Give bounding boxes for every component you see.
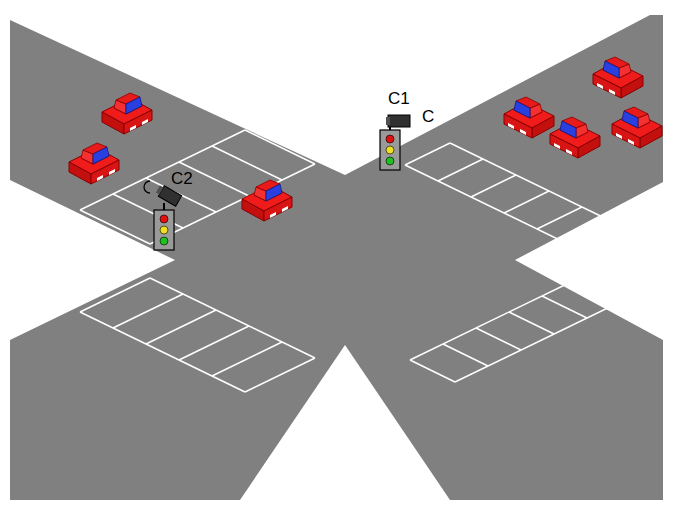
crosswalk-stripe bbox=[443, 344, 488, 366]
crosswalk-stripe bbox=[410, 280, 575, 360]
camera bbox=[144, 115, 410, 210]
crosswalk-stripe bbox=[405, 165, 570, 245]
crosswalk-stripe bbox=[80, 278, 150, 312]
crosswalk-stripe bbox=[245, 358, 315, 392]
crosswalk-stripe bbox=[455, 302, 620, 382]
car bbox=[69, 57, 662, 221]
road bbox=[10, 0, 673, 500]
crosswalk-stripe bbox=[80, 312, 245, 392]
rotation-arrow bbox=[144, 181, 150, 193]
crosswalk-stripe bbox=[410, 360, 455, 382]
crosswalk-stripe bbox=[150, 278, 315, 358]
camera-label: C bbox=[422, 108, 434, 125]
crosswalk-stripe bbox=[575, 280, 620, 302]
crosswalk-stripe bbox=[212, 342, 282, 376]
crosswalk-stripe bbox=[150, 164, 315, 244]
crosswalk-stripe bbox=[438, 159, 483, 181]
crosswalk-stripe bbox=[80, 210, 150, 244]
crosswalk-stripe bbox=[509, 312, 554, 334]
crosswalk-stripe bbox=[179, 326, 249, 360]
crosswalk-stripe bbox=[471, 175, 516, 197]
crosswalk-stripe bbox=[537, 207, 582, 229]
crosswalk-stripe bbox=[245, 130, 315, 164]
crosswalk-stripe bbox=[212, 146, 282, 180]
crosswalk-stripe bbox=[570, 223, 615, 245]
traffic-light bbox=[154, 130, 400, 250]
crosswalk-stripe bbox=[504, 191, 549, 213]
crosswalk-stripe bbox=[450, 143, 615, 223]
camera-label: C1 bbox=[388, 90, 410, 107]
crosswalk-stripe bbox=[476, 328, 521, 350]
camera-label: C2 bbox=[171, 170, 193, 187]
crosswalk-stripe bbox=[405, 143, 450, 165]
crosswalk bbox=[80, 130, 620, 392]
crosswalk-stripe bbox=[113, 294, 183, 328]
crosswalk-stripe bbox=[146, 310, 216, 344]
crosswalk-stripe bbox=[542, 296, 587, 318]
